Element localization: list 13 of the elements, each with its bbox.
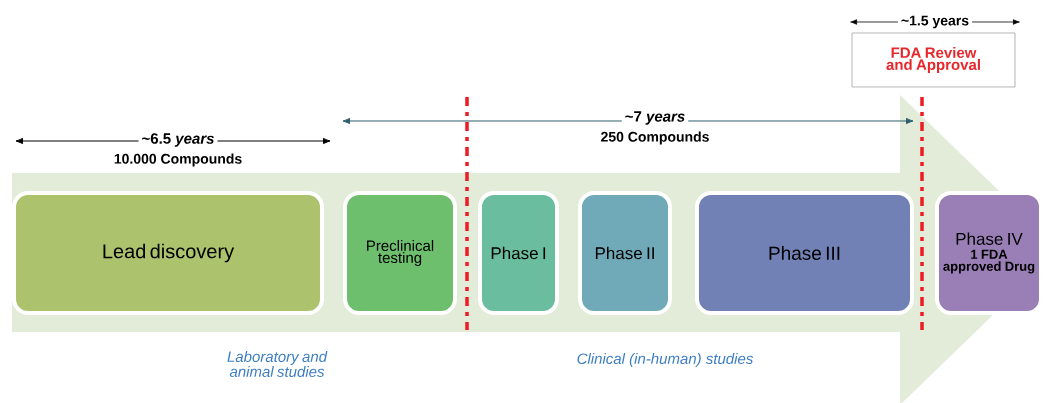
count-label: 250 Compounds [601,131,709,145]
duration-label: ~6.5 years [138,130,218,150]
phase-box: Phase IV 1 FDA approved Drug [935,191,1043,315]
phase-box: Lead discovery [12,191,324,315]
phase-box: Phase I [478,191,559,315]
duration-label: ~7 years [621,108,689,128]
phase-box: Phase III [695,191,914,315]
count-label: 10.000 Compounds [114,153,242,167]
phase-box: Phase II [578,191,672,315]
phase-box: Preclinical testing [343,191,457,315]
stage-label: Clinical (in-human) studies [577,353,753,367]
stage-label: Laboratory and animal studies [227,351,328,377]
duration-label: ~1.5 years [897,12,973,32]
